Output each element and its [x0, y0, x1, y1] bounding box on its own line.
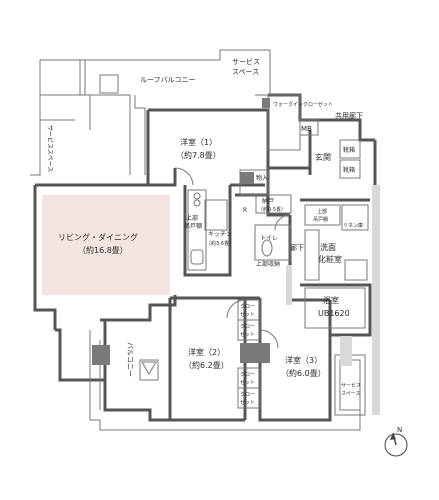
label-closet-3b: ゼット: [240, 379, 255, 386]
label-service-br-1: サービス: [341, 382, 361, 389]
label-closet-2b: ゼット: [240, 331, 255, 338]
label-washroom-1: 洗面: [320, 242, 336, 252]
washroom-sink: [304, 229, 320, 281]
closet-door-box: [255, 194, 292, 214]
ac-unit: [141, 361, 157, 375]
kitchen-sink: [190, 249, 204, 265]
label-service-left: サービススペース: [46, 125, 54, 172]
label-bedroom3: 洋室（3）: [285, 355, 322, 365]
label-upper-cabinet-2: 吊戸棚: [184, 222, 202, 230]
mb-box: [299, 119, 319, 136]
label-bedroom2: 洋室（2）: [188, 347, 225, 357]
closet-box-4: [237, 387, 261, 409]
label-closet-3a: クロー: [240, 372, 255, 378]
label-living-dining: リビング・ダイニング: [58, 232, 138, 242]
label-mb: MB: [301, 125, 312, 133]
linen-box: [341, 204, 369, 231]
label-closet-4a: クロー: [240, 392, 255, 398]
label-service-top-2: スペース: [232, 68, 259, 76]
label-shoe1: 靴箱: [343, 146, 355, 154]
label-upper-hanging-2: 吊戸棚: [313, 216, 328, 223]
label-toilet: トイレ: [260, 235, 278, 242]
label-closet-4b: ゼット: [240, 399, 255, 406]
label-bedroom3-size: （約6.0畳）: [281, 368, 326, 378]
label-storage-r: R: [243, 207, 247, 214]
wall-block-mid: [286, 265, 292, 305]
label-hall: 廊下: [290, 243, 304, 252]
door-arc-4: [259, 329, 279, 349]
service-column-right-2: [340, 336, 352, 366]
label-closet-2a: クロー: [240, 324, 255, 330]
stove-burner-1: [193, 192, 201, 200]
shoe-cabinet-2: [339, 159, 361, 179]
pillar-mid: [240, 343, 270, 363]
label-bedroom1-size: （約7.8畳）: [176, 150, 221, 160]
compass-label: N: [397, 426, 402, 434]
label-service-top-1: サービス: [232, 57, 260, 66]
label-entrance: 玄関: [315, 152, 331, 162]
door-arc-3: [226, 299, 246, 319]
label-shoe2: 靴箱: [343, 166, 355, 174]
label-closet-1a: クロー: [240, 304, 255, 310]
shoe-cabinet-1: [339, 139, 361, 159]
bathroom-box: [304, 287, 366, 329]
label-bathroom: 浴室: [323, 295, 339, 305]
compass-icon: N: [384, 426, 408, 457]
washer: [344, 259, 368, 281]
label-bathroom-ub: UB1620: [318, 309, 350, 318]
label-storage: 物入: [256, 174, 268, 182]
label-upper-hanging-1: 上部: [317, 208, 327, 215]
door-arc-2: [274, 214, 291, 231]
toilet-fixture: [261, 239, 273, 257]
label-balcony: バルコニー: [126, 342, 134, 377]
service-column-right: [372, 185, 380, 415]
label-service-br-2: スペース: [341, 391, 360, 397]
label-bedroom1: 洋室（1）: [180, 137, 217, 147]
label-closet-door: 納戸: [262, 197, 274, 205]
toilet-room: [254, 224, 291, 261]
kitchen-island: [204, 199, 228, 231]
ac-unit-box: [139, 359, 159, 381]
door-arc-1: [174, 167, 194, 186]
label-walkin: ウォークインクローゼット: [273, 101, 333, 108]
label-bedroom2-size: （約6.2畳）: [184, 360, 229, 370]
label-upper-storage: 上部収納: [256, 260, 280, 268]
label-kitchen-size: （約3.6畳）: [206, 240, 234, 247]
walkin-pillar: [262, 98, 270, 108]
label-roof-balcony: ルーフバルコニー: [140, 76, 195, 84]
label-living-dining-size: （約16.8畳）: [78, 245, 128, 255]
upper-hanging-box: [304, 204, 341, 226]
label-common-corridor: 共用廊下: [335, 111, 363, 120]
living-dining-floor: [42, 195, 170, 295]
label-closet-door-size: （約0.5畳）: [258, 206, 286, 213]
label-upper-cabinet-1: 上部: [186, 214, 198, 222]
label-kitchen: キッチン: [208, 231, 232, 238]
label-linen: リネン庫: [343, 222, 363, 229]
balcony-outline: [89, 330, 366, 431]
pillar-balcony: [92, 345, 110, 365]
storage-dark-block: [240, 172, 254, 184]
stove-burner-2: [193, 199, 201, 207]
label-closet-1b: ゼット: [240, 311, 255, 318]
label-washroom-2: 化粧室: [318, 254, 342, 264]
